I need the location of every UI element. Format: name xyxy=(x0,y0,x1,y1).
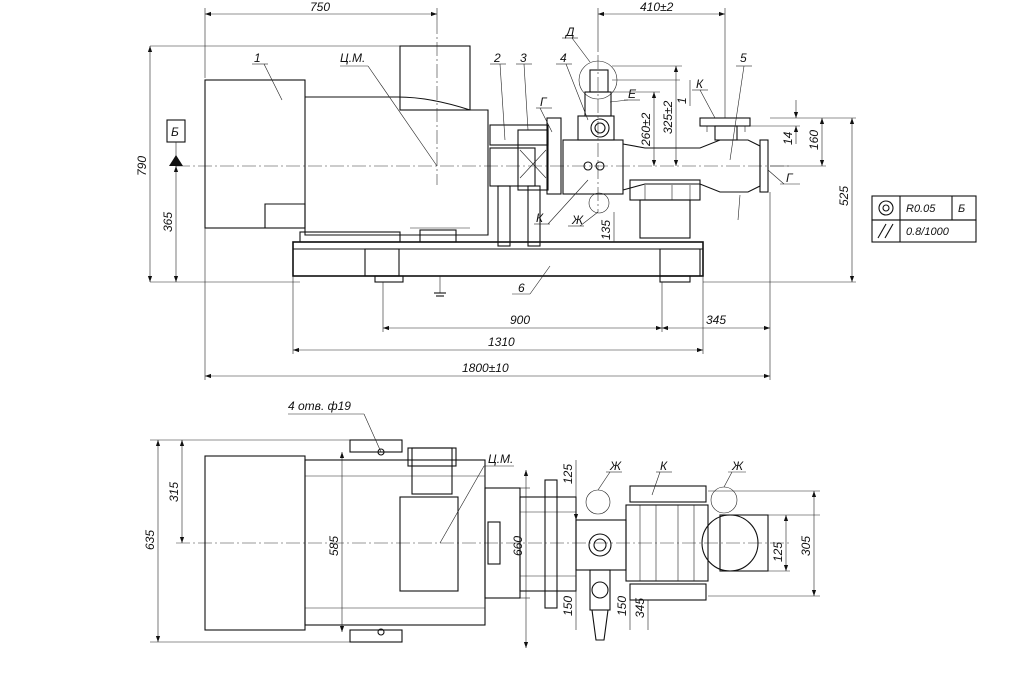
dim-900: 900 xyxy=(510,313,530,327)
k-top-label: К xyxy=(696,77,704,91)
concentricity-icon xyxy=(878,200,894,216)
dim-410: 410±2 xyxy=(640,0,674,14)
dim-125-top: 125 xyxy=(561,464,575,484)
cm-label-plan: Ц.М. xyxy=(488,452,513,466)
tol-row2-value: 0.8/1000 xyxy=(906,226,950,238)
zh-right-label: Ж xyxy=(731,459,744,473)
g-right-label: Г xyxy=(786,171,794,185)
dim-125-right: 125 xyxy=(771,542,785,562)
cm-label-front: Ц.М. xyxy=(340,51,365,65)
pos-6-label: 6 xyxy=(518,281,525,295)
dim-150-a: 150 xyxy=(561,596,575,616)
k-plan-label: К xyxy=(660,459,668,473)
dim-325: 325±2 xyxy=(661,100,675,134)
dim-305: 305 xyxy=(799,536,813,556)
d-label: Д xyxy=(564,25,575,39)
front-view: 750 410±2 790 365 Б 525 160 xyxy=(135,0,856,380)
zh-label-front: Ж xyxy=(571,213,584,227)
pump-head-plan xyxy=(575,489,627,641)
tol-row1-value: R0.05 xyxy=(906,203,936,215)
dim-135: 135 xyxy=(599,220,613,240)
dim-1310: 1310 xyxy=(488,335,515,349)
dim-260: 260±2 xyxy=(639,112,653,147)
dim-750: 750 xyxy=(310,0,330,14)
pos-2-label: 2 xyxy=(493,51,501,65)
dim-150-b: 150 xyxy=(615,596,629,616)
tol-row1-datum: Б xyxy=(958,203,965,215)
k-bottom-label: К xyxy=(536,211,544,225)
holes-label: 4 отв. ф19 xyxy=(288,399,351,413)
e-label: Е xyxy=(628,87,637,101)
g-left-label: Г xyxy=(540,95,548,109)
dim-345: 345 xyxy=(706,313,726,327)
datum-b-symbol: Б xyxy=(166,119,186,166)
dim-790: 790 xyxy=(135,156,149,176)
dim-14: 14 xyxy=(781,131,795,145)
dim-160: 160 xyxy=(807,130,821,150)
cylinder-barrel xyxy=(622,117,769,239)
dim-525: 525 xyxy=(837,186,851,206)
pos-3-label: 3 xyxy=(520,51,527,65)
dim-635: 635 xyxy=(143,530,157,550)
dim-1800: 1800±10 xyxy=(462,361,509,375)
zh-left-label: Ж xyxy=(609,459,622,473)
coupling-assembly xyxy=(489,117,562,247)
pos-5-label: 5 xyxy=(740,51,747,65)
dim-365: 365 xyxy=(161,212,175,232)
coupling-plan xyxy=(487,479,577,609)
electric-motor xyxy=(204,20,489,236)
dim-315: 315 xyxy=(167,482,181,502)
datum-b-label: Б xyxy=(171,125,179,139)
plan-view: 635 315 585 660 125 125 305 150 150 345 xyxy=(143,399,820,648)
parallelism-icon xyxy=(877,223,894,239)
dim-660: 660 xyxy=(511,536,525,556)
dim-345-plan: 345 xyxy=(633,598,647,618)
base-frame xyxy=(292,229,704,297)
tolerance-frame: R0.05 Б 0.8/1000 xyxy=(871,195,977,243)
pump-head xyxy=(562,55,624,214)
dim-1: 1 xyxy=(675,97,689,104)
pos-4-label: 4 xyxy=(560,51,567,65)
pos-1-label: 1 xyxy=(254,51,261,65)
dim-585: 585 xyxy=(327,536,341,556)
motor-plan xyxy=(204,439,521,643)
